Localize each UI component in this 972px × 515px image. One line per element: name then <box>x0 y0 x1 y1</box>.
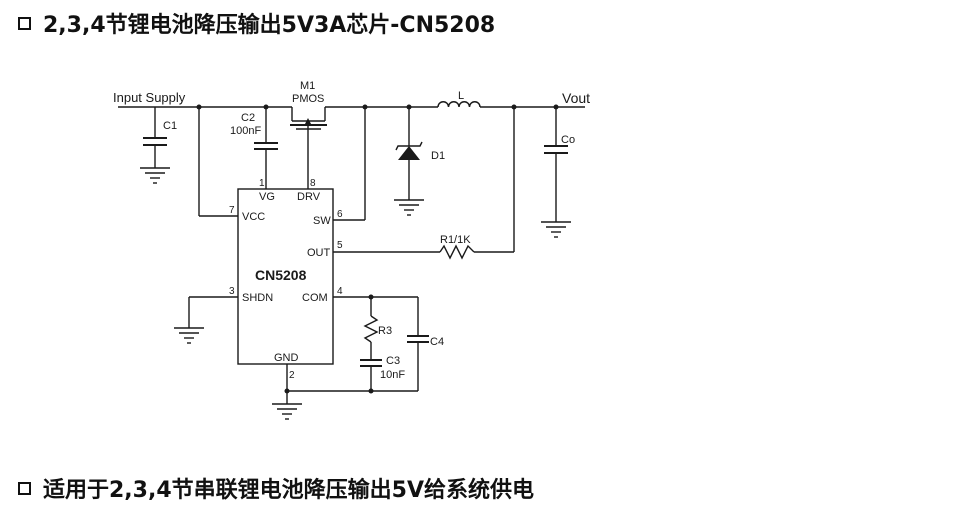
pin-vcc-number: 7 <box>229 205 235 216</box>
ic-name-label: CN5208 <box>255 267 307 283</box>
co-label: Co <box>561 134 575 146</box>
c3-label: C3 <box>386 355 400 367</box>
pin-gnd-label: GND <box>274 352 299 364</box>
c4-label: C4 <box>430 336 444 348</box>
pin-com-number: 4 <box>337 286 343 297</box>
square-bullet-icon <box>18 481 31 495</box>
capacitor-c2 <box>254 107 278 189</box>
c1-label: C1 <box>163 120 177 132</box>
capacitor-co <box>541 107 571 238</box>
r1-label: R1/1K <box>440 234 471 246</box>
pin-vg-number: 1 <box>259 178 265 189</box>
capacitor-c1 <box>140 107 170 184</box>
vout-label: Vout <box>562 90 590 106</box>
m1-type-label: PMOS <box>292 93 324 105</box>
ic-cn5208-body <box>237 188 334 365</box>
junction-dot <box>284 388 290 394</box>
resistor-r1 <box>439 244 475 260</box>
shdn-ground-wire <box>174 296 238 344</box>
pin-gnd-number: 2 <box>289 370 295 381</box>
bottom-heading: 适用于2,3,4节串联锂电池降压输出5V给系统供电 <box>18 472 534 504</box>
inductor-l <box>437 101 481 108</box>
input-supply-label: Input Supply <box>113 90 186 105</box>
m1-label: M1 <box>300 80 315 92</box>
pin-shdn-label: SHDN <box>242 292 273 304</box>
c2-value-label: 100nF <box>230 125 261 137</box>
resistor-r3 <box>363 315 379 343</box>
c3-value-label: 10nF <box>380 369 405 381</box>
pin-out-number: 5 <box>337 240 343 251</box>
bottom-heading-text: 适用于2,3,4节串联锂电池降压输出5V给系统供电 <box>43 478 534 503</box>
d1-label: D1 <box>431 150 445 162</box>
top-heading: 2,3,4节锂电池降压输出5V3A芯片-CN5208 <box>18 7 495 39</box>
pmos-m1 <box>290 107 327 189</box>
pin-drv-number: 8 <box>310 178 316 189</box>
pin-sw-label: SW <box>313 215 331 227</box>
diode-d1 <box>394 107 424 216</box>
ground-symbol <box>272 403 302 420</box>
c2-label: C2 <box>241 112 255 124</box>
capacitor-c4 <box>407 297 429 391</box>
capacitor-c3 <box>360 359 382 391</box>
pin-drv-label: DRV <box>297 191 321 203</box>
square-bullet-icon <box>18 16 31 30</box>
pin-vg-label: VG <box>259 191 275 203</box>
r3-label: R3 <box>378 325 392 337</box>
pin-shdn-number: 3 <box>229 286 235 297</box>
l-label: L <box>458 90 464 102</box>
pin-vcc-label: VCC <box>242 211 265 223</box>
top-heading-text: 2,3,4节锂电池降压输出5V3A芯片-CN5208 <box>43 13 496 38</box>
junction-dot <box>368 388 374 394</box>
pin-out-label: OUT <box>307 247 331 259</box>
pin-com-label: COM <box>302 292 328 304</box>
pin-sw-number: 6 <box>337 209 343 220</box>
